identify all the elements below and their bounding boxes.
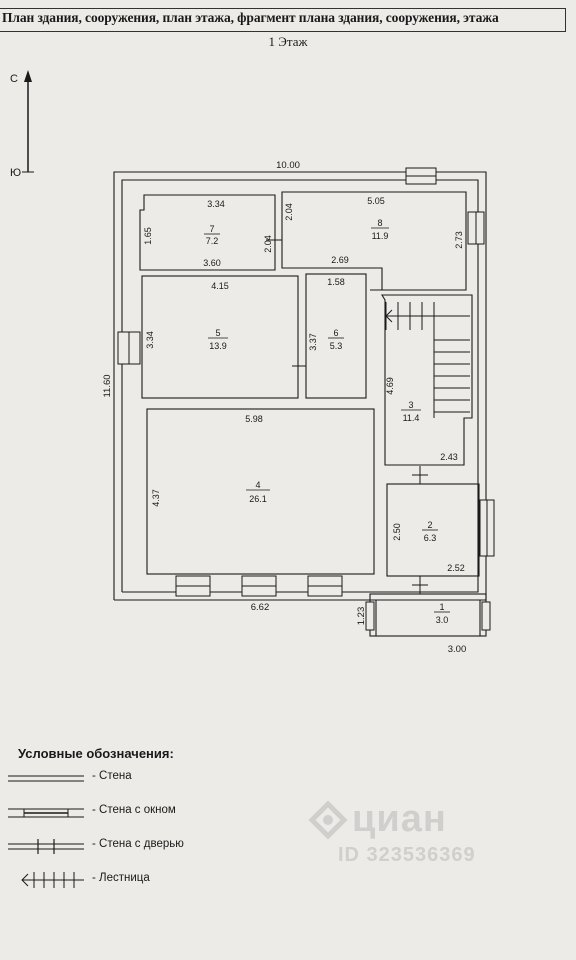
legend-item-wall: - Стена [8, 768, 308, 788]
room-7-dim-top: 3.34 [207, 199, 225, 209]
room-2-area: 6.3 [424, 533, 437, 543]
compass-arrow-icon [22, 70, 34, 173]
outer-walls [113, 171, 487, 601]
room-7-walls [139, 194, 276, 271]
room-3-walls [381, 294, 473, 466]
room-8-dim-right: 2.73 [454, 231, 464, 249]
legend-item-wall-window: - Стена с окном [8, 802, 308, 822]
room-8-dim-top: 5.05 [367, 196, 385, 206]
room-5-dim-left: 3.34 [145, 331, 155, 349]
room-5-walls [141, 275, 299, 399]
room-4-dim-top: 5.98 [245, 414, 263, 424]
room-1-area: 3.0 [436, 615, 449, 625]
room-8-area: 11.9 [372, 231, 389, 241]
room-8-number: 8 [377, 218, 382, 228]
room-3-area: 11.4 [403, 413, 420, 423]
room-1-walls [369, 593, 487, 637]
room-2-walls [386, 483, 480, 577]
watermark-brand: циан [352, 798, 447, 840]
compass-north: С [10, 73, 18, 85]
room-6-dim-left: 3.37 [308, 333, 318, 351]
room-2-dim-left: 2.50 [392, 523, 402, 541]
dim-room1-left: 1.23 [356, 607, 367, 626]
legend-label: - Стена [92, 770, 132, 782]
room-6-dim-top: 1.58 [327, 277, 345, 287]
room-6-walls [305, 273, 367, 399]
stairs-symbol [385, 302, 470, 418]
room-5-dim-top: 4.15 [211, 281, 229, 291]
legend-title: Условные обозначения: [18, 746, 174, 761]
room-5-number: 5 [215, 328, 220, 338]
door-symbols [266, 239, 428, 594]
room-2-number: 2 [427, 520, 432, 530]
window-symbols [117, 167, 495, 631]
legend-item-wall-door: - Стена с дверью [8, 836, 308, 856]
floor-plan: С Ю [10, 70, 495, 655]
wall-door-icon [8, 839, 84, 854]
watermark-id: ID 323536369 [338, 844, 476, 866]
watermark: циан ID 323536369 [308, 798, 538, 878]
legend-item-stairs: - Лестница [8, 870, 308, 890]
room-5-area: 13.9 [209, 341, 227, 351]
room-3-dim-bottom: 2.43 [440, 452, 458, 462]
room-2-dim-bottom: 2.52 [447, 563, 465, 573]
room-1-number: 1 [439, 602, 444, 612]
room-8-dim-left: 2.04 [284, 203, 294, 221]
dim-room1-bottom: 3.00 [448, 644, 467, 655]
room-4-walls [146, 408, 375, 575]
stairs-icon [21, 872, 84, 888]
wall-window-icon [8, 808, 84, 818]
room-4-dim-left: 4.37 [151, 489, 161, 507]
legend-label: - Стена с дверью [92, 838, 184, 850]
room-6-area: 5.3 [330, 341, 343, 351]
header-frame [0, 8, 566, 32]
room-3-number: 3 [408, 400, 413, 410]
cian-logo-icon [308, 800, 348, 840]
room-7-number: 7 [209, 224, 214, 234]
dim-overall-width: 10.00 [276, 160, 300, 171]
room-7-dim-left: 1.65 [143, 227, 153, 245]
room-6-number: 6 [333, 328, 338, 338]
legend-label: - Стена с окном [92, 804, 176, 816]
room-7-dim-right: 2.04 [263, 235, 273, 253]
room-8-dim-bottom: 2.69 [331, 255, 349, 265]
legend-label: - Лестница [92, 872, 150, 884]
dim-bottom-left: 6.62 [251, 602, 270, 613]
room-7-area: 7.2 [206, 236, 219, 246]
compass-south: Ю [10, 167, 21, 179]
floor-label: 1 Этаж [268, 34, 308, 49]
room-4-area: 26.1 [249, 494, 267, 504]
document-title: План здания, сооружения, план этажа, фра… [2, 10, 499, 25]
room-8-walls [281, 191, 467, 291]
room-4-number: 4 [255, 480, 260, 490]
wall-icon [8, 775, 84, 782]
dim-overall-height: 11.60 [102, 374, 113, 397]
room-7-dim-bottom: 3.60 [203, 258, 221, 268]
room-3-dim-left: 4.69 [385, 377, 395, 395]
